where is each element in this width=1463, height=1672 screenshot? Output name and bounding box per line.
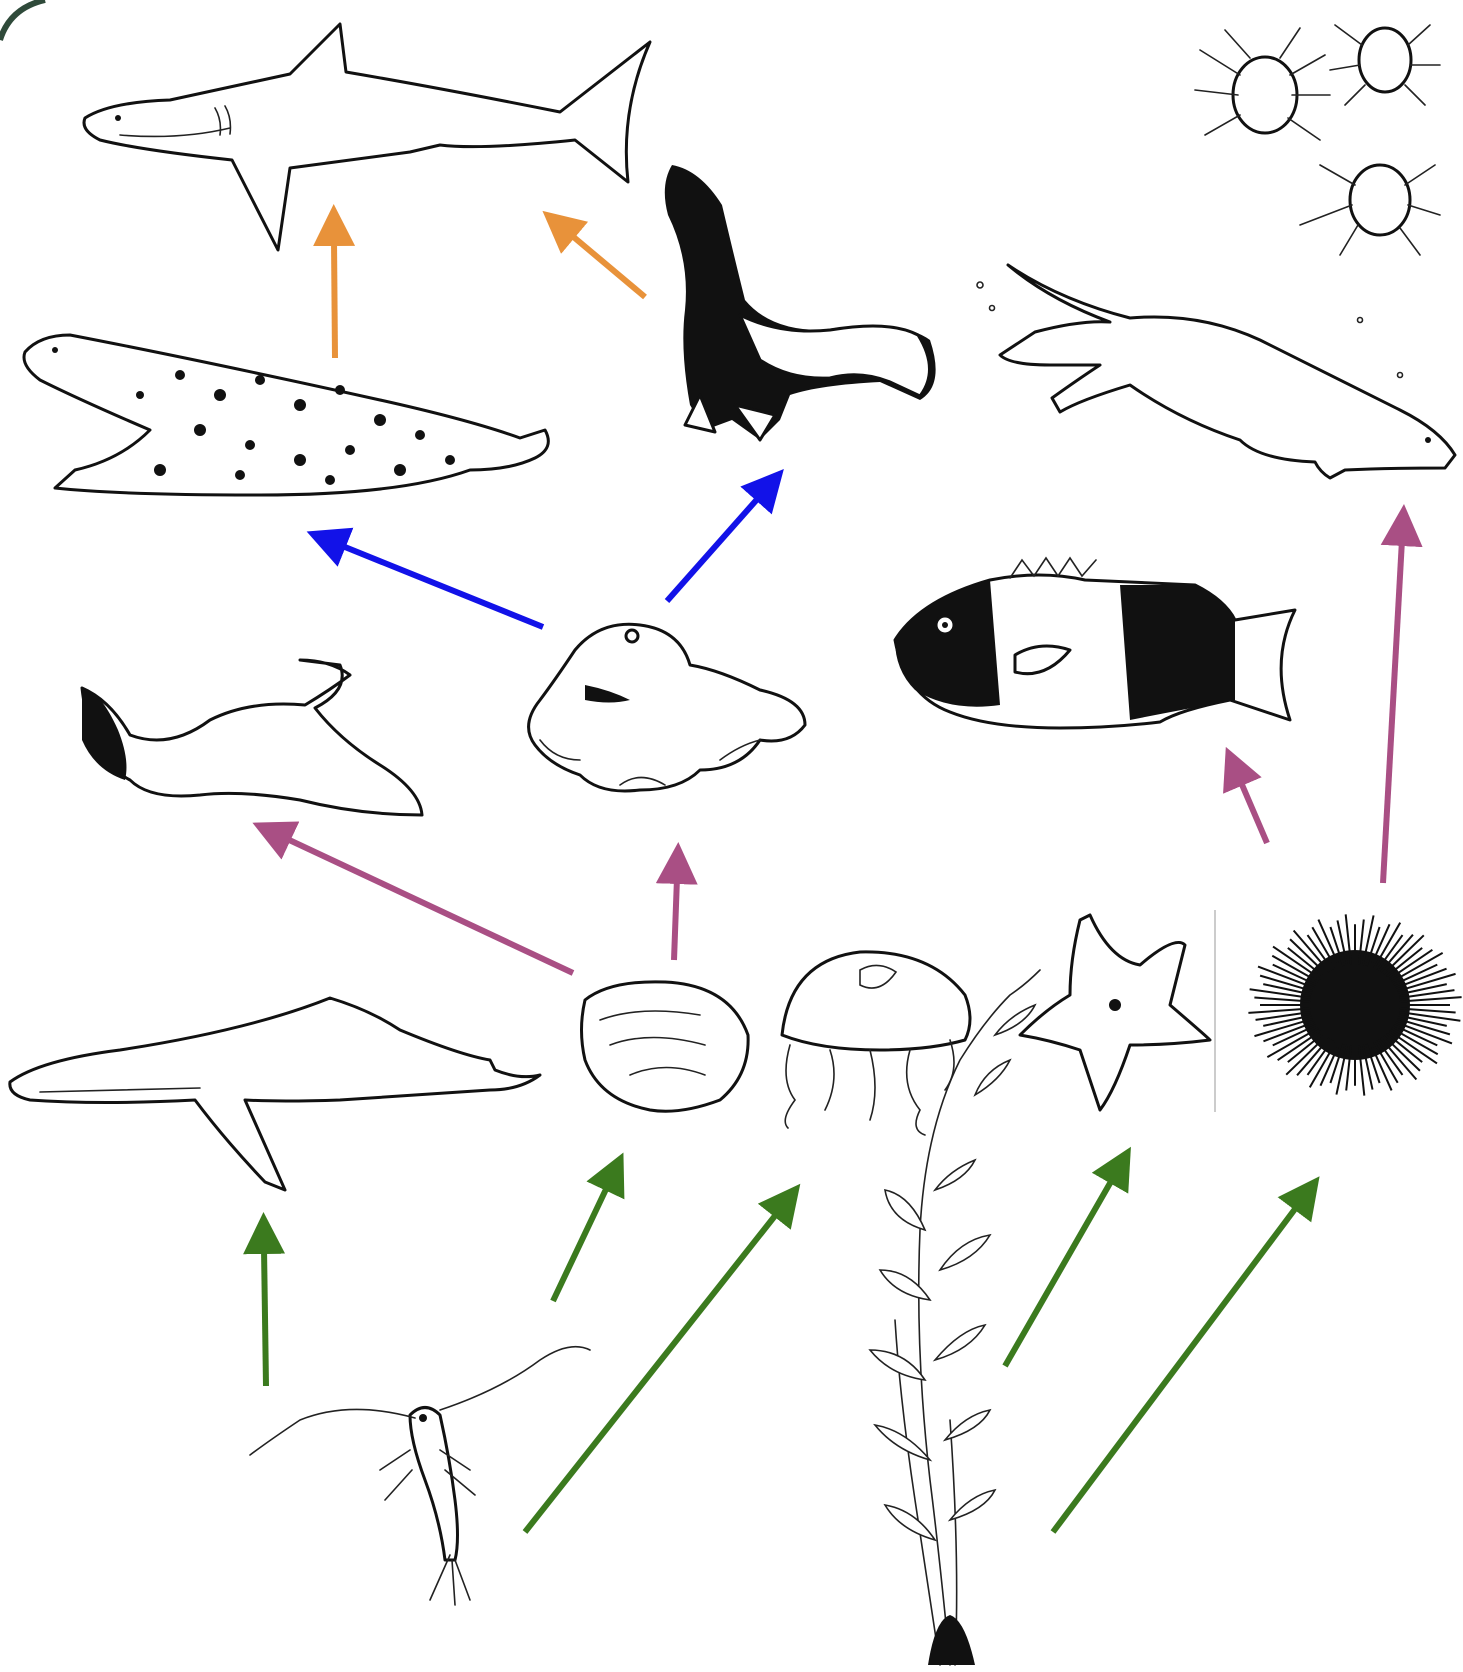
arrow-kelp-to-seastar xyxy=(1005,1178,1113,1366)
arrow-copepod-to-whale xyxy=(264,1248,266,1386)
seal-icon xyxy=(24,335,548,495)
crab-icon xyxy=(1195,25,1440,255)
urchin-spine xyxy=(1288,948,1323,976)
arrow-urchin-to-otter xyxy=(1383,540,1402,883)
urchin-spine xyxy=(1387,948,1422,976)
octopus-icon xyxy=(529,624,805,791)
corner-frame xyxy=(0,0,45,40)
arrow-kelp-to-urchin xyxy=(1053,1205,1298,1532)
shell-icon xyxy=(582,982,749,1111)
arrow-seal-to-shark xyxy=(334,240,335,358)
sea-star-icon xyxy=(1020,915,1210,1110)
ray-icon xyxy=(82,660,422,815)
arrow-urchin-to-sheephead xyxy=(1240,780,1267,843)
whale-icon xyxy=(10,998,540,1190)
arrow-sealion-to-shark xyxy=(570,234,645,297)
jellyfish-icon xyxy=(782,952,970,1135)
arrow-abalone-to-octopus xyxy=(674,878,677,960)
arrow-octopus-to-sealion xyxy=(667,496,760,601)
kelp-icon xyxy=(870,970,1040,1665)
sea-lion-icon xyxy=(665,165,936,440)
urchin-icon xyxy=(1248,914,1461,1095)
arrow-abalone-to-ray xyxy=(285,838,573,973)
arrow-copepod-to-abalone xyxy=(553,1185,608,1301)
fish-icon xyxy=(895,558,1295,728)
copepod-icon xyxy=(250,1347,590,1605)
arrow-copepod-to-jellyfish xyxy=(525,1212,778,1532)
urchin-spine xyxy=(1387,1034,1422,1062)
arrow-octopus-to-seal xyxy=(340,545,543,627)
urchin-spine xyxy=(1288,1034,1323,1062)
shark-icon xyxy=(84,24,650,250)
sea-otter-icon xyxy=(977,265,1455,478)
